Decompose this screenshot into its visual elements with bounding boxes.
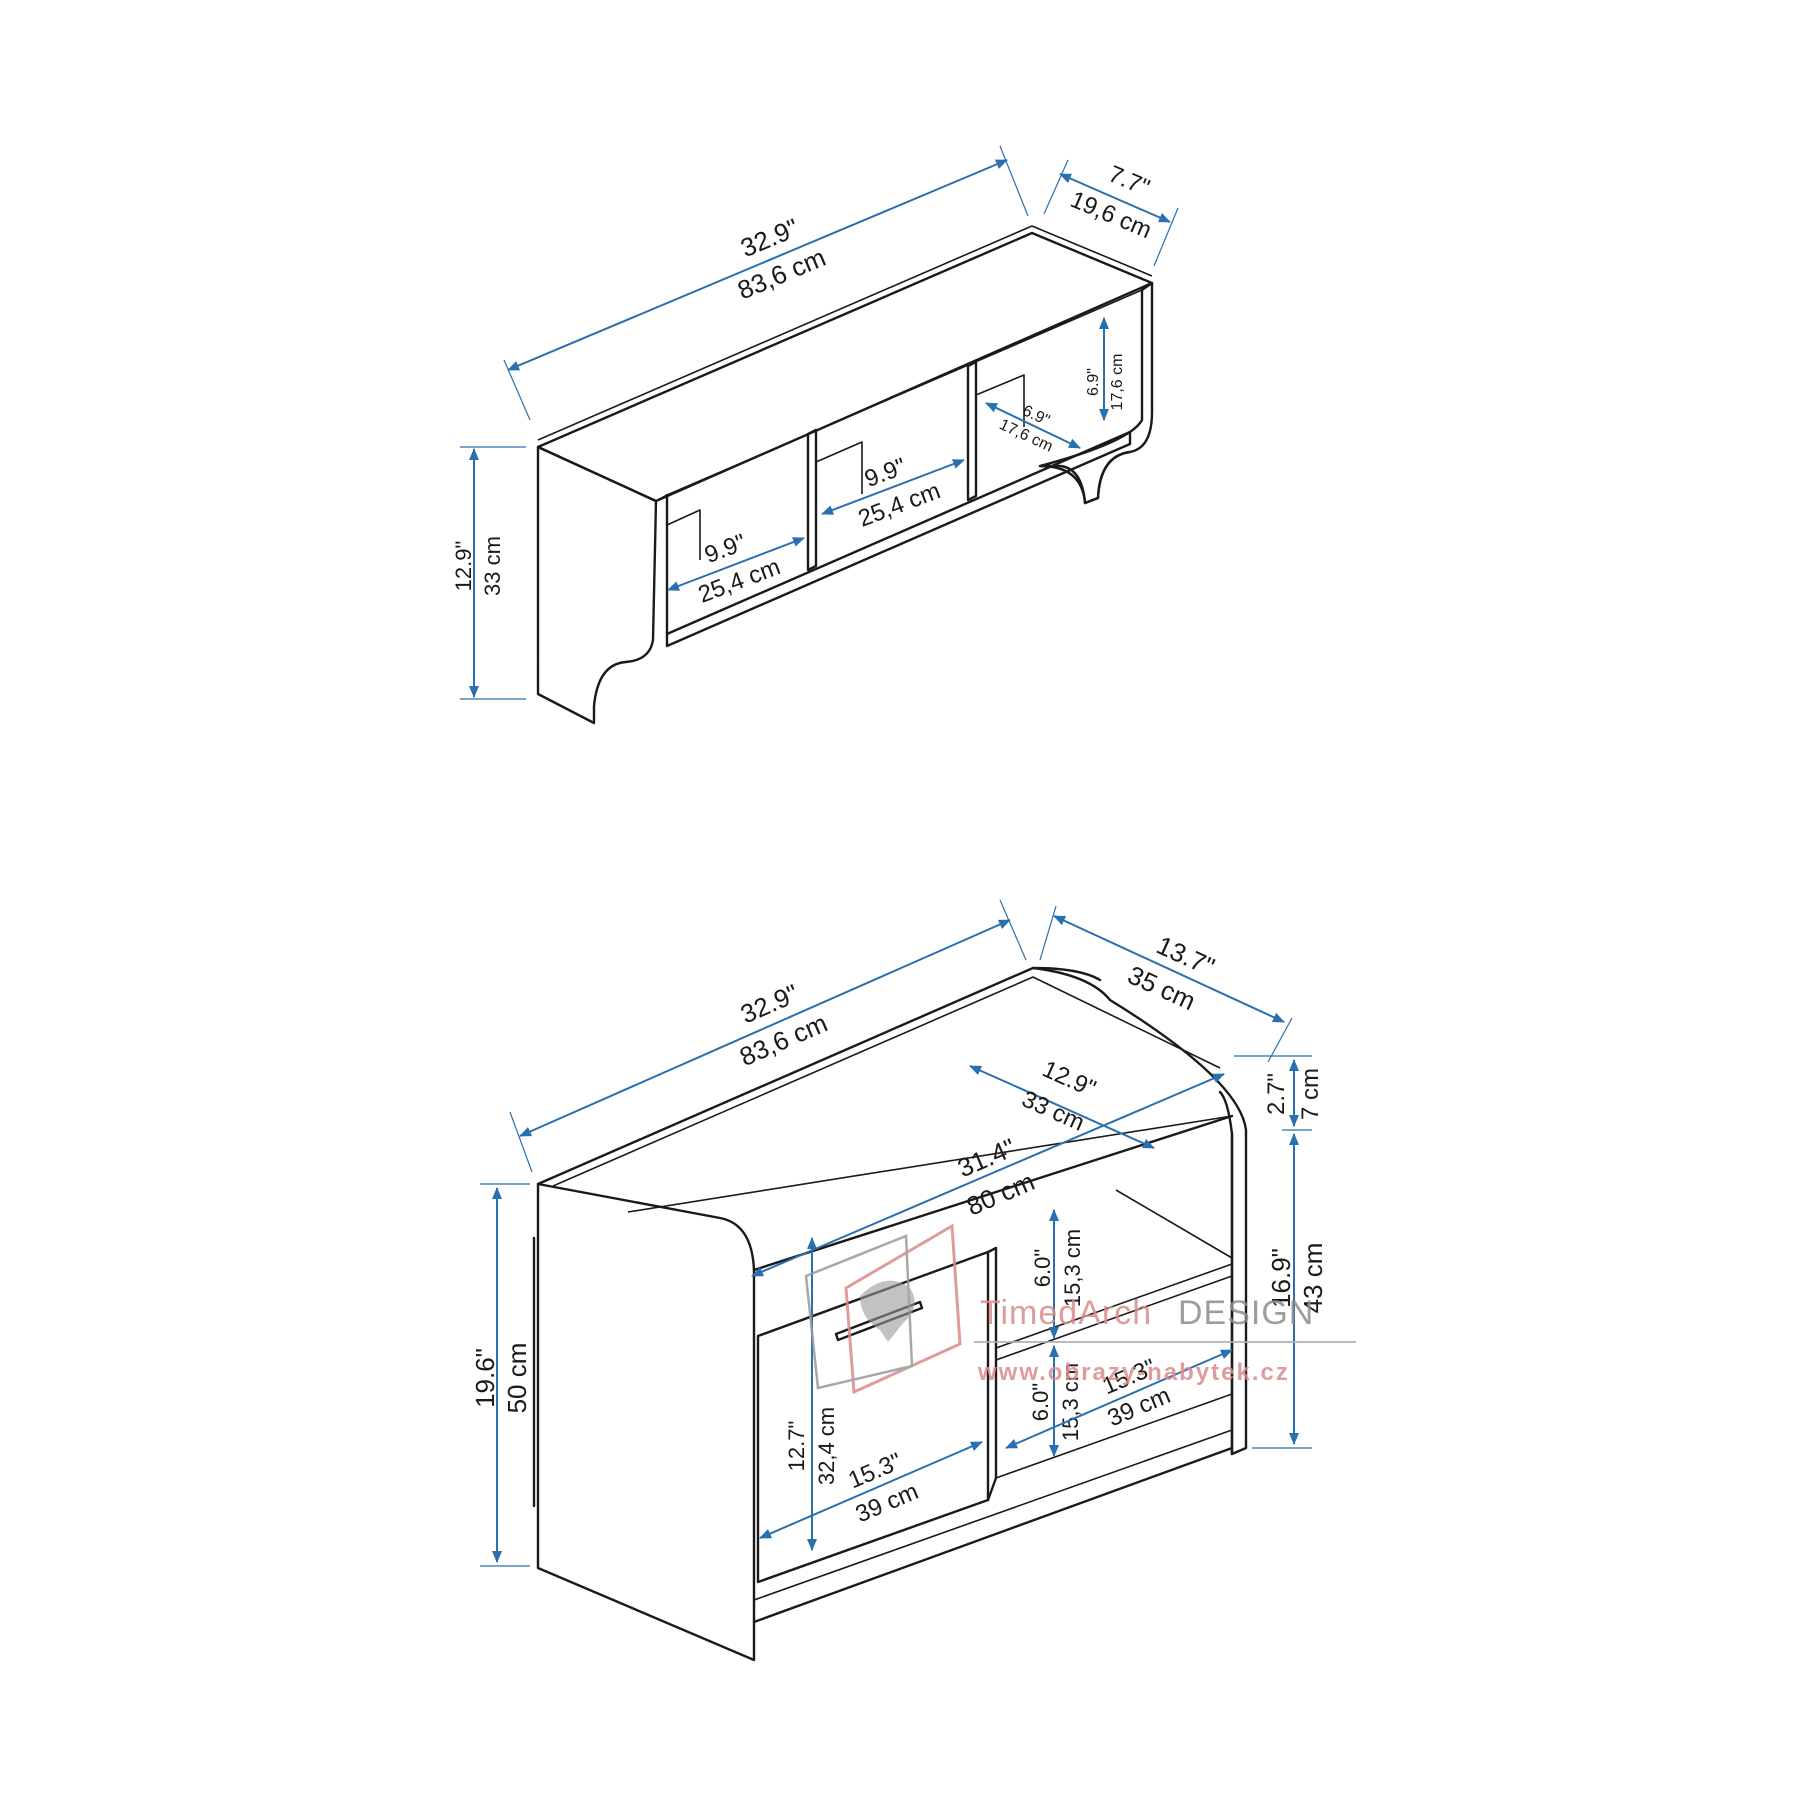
bench-upper-shelf-height-cm: 15,3 cm (1060, 1229, 1085, 1307)
bench-inner-width-dimension (751, 1073, 1225, 1277)
shelf-width-ext-right (999, 145, 1029, 217)
shelf-top-front-edge (655, 494, 668, 502)
shelf-depth-dimension (1059, 173, 1171, 223)
bench-door-height-cm: 32,4 cm (814, 1407, 839, 1485)
bench-recess-cm: 7 cm (1297, 1068, 1324, 1120)
shelf-depth-ext-right (1153, 207, 1179, 267)
watermark: TimedArch DESIGN www.obrazy-nabytek.cz (804, 1223, 1356, 1395)
bench-width-ext-right (999, 899, 1027, 961)
bench-door-width-dimension (759, 1441, 983, 1539)
bench-width-dimension (519, 919, 1011, 1137)
bench-upper-shelf-height-in: 6.0" (1030, 1249, 1055, 1287)
bench-total-height-in: 19.6" (470, 1348, 500, 1408)
shelf-height-in: 12.9" (451, 541, 476, 592)
shelf-divider-1 (806, 428, 818, 572)
shelf-left-width-dimension (667, 537, 805, 591)
watermark-brand-part2: DESIGN (1178, 1294, 1314, 1332)
shelf-back-recess-2 (815, 441, 863, 494)
shelf-back-panel (666, 289, 1143, 496)
shelf-right-bracket (1038, 450, 1132, 505)
shelf-compartment-height-in: 6.9" (1085, 368, 1102, 396)
bench-lower-shelf-height-in: 6.0" (1028, 1383, 1053, 1421)
bench-recess-in: 2.7" (1263, 1073, 1290, 1115)
watermark-brand-part1: TimedArch (980, 1294, 1152, 1332)
bench-right-shelf-lower (995, 1275, 1233, 1361)
bench-total-height-cm: 50 cm (502, 1343, 532, 1414)
shelf-middle-width-dimension (821, 459, 965, 515)
bench-body-height-in: 16.9" (1266, 1248, 1296, 1308)
bench-shelf-width-dimension (1005, 1349, 1233, 1449)
bench-front-base (753, 1429, 1233, 1601)
bench-depth-ext-left (1039, 905, 1057, 961)
shelf-back-recess-3 (975, 374, 1025, 427)
shelf-left-width-in: 9.9" (701, 529, 750, 569)
shelf-width-dimension (507, 159, 1008, 371)
bench-right-shelf-back (1115, 1189, 1233, 1259)
shelf-left-side (536, 445, 658, 725)
bench-depth-ext-right (1267, 1017, 1293, 1063)
wall-shelf-dimensions: 32.9" 83,6 cm 7.7" 19,6 cm 12.9" 33 cm 6… (451, 145, 1179, 700)
shelf-compartment-depth-dimension (985, 402, 1081, 449)
bench-seat-board (627, 1115, 1233, 1213)
shelf-divider-2 (966, 360, 978, 502)
watermark-logo-icon (804, 1223, 962, 1395)
bench-left-side (536, 1182, 756, 1662)
bench-door-height-in: 12.7" (784, 1421, 809, 1472)
shelf-back-recess-1 (666, 509, 701, 560)
bench-right-shelf-upper (995, 1263, 1233, 1349)
shelf-bottom-board (665, 430, 1132, 648)
bench-depth-dimension (1053, 915, 1285, 1023)
shelf-depth-ext-left (1043, 159, 1069, 215)
shelf-middle-width-in: 9.9" (861, 453, 910, 493)
bench-width-ext-left (509, 1111, 533, 1173)
shelf-height-cm: 33 cm (480, 536, 505, 596)
bench-top-inner (552, 976, 1221, 1187)
wall-shelf-drawing (536, 225, 1154, 725)
bench-front-bottom-rail (752, 1446, 1234, 1624)
watermark-url: www.obrazy-nabytek.cz (977, 1359, 1290, 1386)
shelf-compartment-height-cm: 17,6 cm (1109, 354, 1126, 411)
shoe-bench-dimensions: 32.9" 83,6 cm 13.7" 35 cm 12.9" 33 cm 31… (470, 899, 1328, 1567)
bench-body-height-cm: 43 cm (1298, 1243, 1328, 1314)
